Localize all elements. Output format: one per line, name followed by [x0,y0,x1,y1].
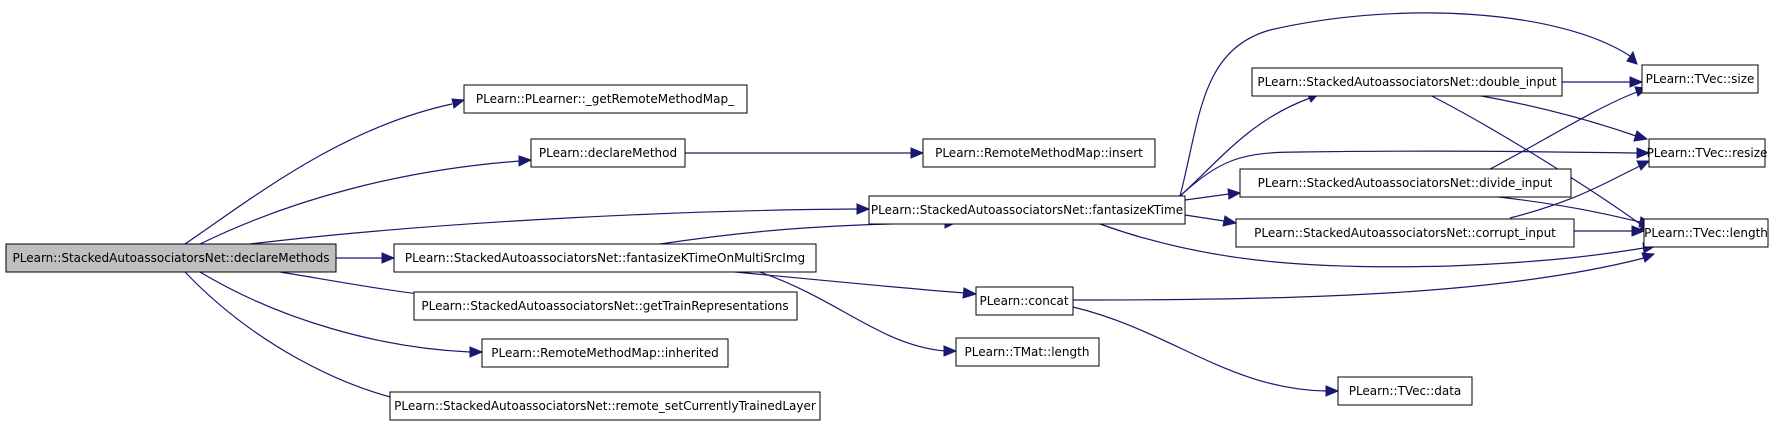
svg-text:PLearn::StackedAutoassociators: PLearn::StackedAutoassociatorsNet::corru… [1254,226,1556,240]
node-divideinput[interactable]: PLearn::StackedAutoassociatorsNet::divid… [1239,168,1572,198]
edge-declaremethods-to-remotesetcurrentlytrainedlayer [184,271,436,410]
node-declaremethods: PLearn::StackedAutoassociatorsNet::decla… [5,243,337,273]
svg-text:PLearn::TVec::data: PLearn::TVec::data [1349,384,1462,398]
svg-text:PLearn::StackedAutoassociators: PLearn::StackedAutoassociatorsNet::fanta… [405,251,805,265]
edge-declaremethods-to-declaremethod [199,155,533,245]
edge-declaremethods-to-fantasizektimemulti [336,252,396,264]
node-declaremethod[interactable]: PLearn::declareMethod [530,138,686,168]
node-remotemethodmap-insert[interactable]: PLearn::RemoteMethodMap::insert [922,138,1156,168]
svg-text:PLearn::StackedAutoassociators: PLearn::StackedAutoassociatorsNet::divid… [1258,176,1553,190]
node-fantasizektime[interactable]: PLearn::StackedAutoassociatorsNet::fanta… [868,195,1186,225]
node-tvec-size[interactable]: PLearn::TVec::size [1641,64,1759,94]
svg-text:PLearn::PLearner::_getRemoteMe: PLearn::PLearner::_getRemoteMethodMap_ [476,92,735,106]
edge-fantasizektime-to-tvecsize [1179,12,1638,197]
edge-corruptinput-to-tvecresize [1509,160,1651,219]
node-concat[interactable]: PLearn::concat [975,286,1074,316]
node-tvec-data[interactable]: PLearn::TVec::data [1337,376,1473,406]
svg-text:PLearn::TVec::size: PLearn::TVec::size [1646,72,1755,86]
node-doubleinput[interactable]: PLearn::StackedAutoassociatorsNet::doubl… [1251,67,1563,97]
svg-text:PLearn::StackedAutoassociators: PLearn::StackedAutoassociatorsNet::doubl… [1257,75,1556,89]
svg-text:PLearn::StackedAutoassociators: PLearn::StackedAutoassociatorsNet::remot… [394,399,816,413]
svg-text:PLearn::StackedAutoassociators: PLearn::StackedAutoassociatorsNet::fanta… [871,203,1183,217]
node-fantasizektimeonmultisrcimg[interactable]: PLearn::StackedAutoassociatorsNet::fanta… [393,243,817,273]
node-remotemethodmap-inherited[interactable]: PLearn::RemoteMethodMap::inherited [481,338,729,368]
edge-fantasizektime-to-tvecresize [1179,147,1651,197]
edge-fantasizektimemulti-to-tmatlength [759,271,958,357]
call-graph-edges [184,12,1657,410]
node-tmat-length[interactable]: PLearn::TMat::length [955,337,1100,367]
svg-text:PLearn::declareMethod: PLearn::declareMethod [539,146,677,160]
svg-text:PLearn::concat: PLearn::concat [979,294,1068,308]
edge-declaremethod-to-insert [685,147,925,159]
node-remotesetcurrentlytrainedlayer[interactable]: PLearn::StackedAutoassociatorsNet::remot… [389,391,821,421]
svg-text:PLearn::TVec::resize: PLearn::TVec::resize [1647,146,1768,160]
edge-declaremethods-to-fantasizektime [249,203,871,245]
edge-fantasizektime-to-corruptinput [1184,214,1238,227]
edge-concat-to-tveclength [1072,252,1656,301]
svg-text:PLearn::StackedAutoassociators: PLearn::StackedAutoassociatorsNet::getTr… [421,299,788,313]
edge-concat-to-tvecdata [1072,306,1340,397]
svg-text:PLearn::StackedAutoassociators: PLearn::StackedAutoassociatorsNet::decla… [13,251,330,265]
svg-text:PLearn::TMat::length: PLearn::TMat::length [965,345,1090,359]
svg-text:PLearn::RemoteMethodMap::inher: PLearn::RemoteMethodMap::inherited [491,346,718,360]
edge-declaremethods-to-getremotemethodmap [184,98,466,245]
node-getremotemethodmap[interactable]: PLearn::PLearner::_getRemoteMethodMap_ [463,84,748,114]
edge-declaremethods-to-inherited [199,271,484,358]
node-corruptinput[interactable]: PLearn::StackedAutoassociatorsNet::corru… [1235,218,1575,248]
node-gettrainrepresentations[interactable]: PLearn::StackedAutoassociatorsNet::getTr… [413,291,798,321]
svg-text:PLearn::RemoteMethodMap::inser: PLearn::RemoteMethodMap::insert [935,146,1143,160]
svg-text:PLearn::TVec::length: PLearn::TVec::length [1644,226,1768,240]
node-tvec-length[interactable]: PLearn::TVec::length [1643,218,1769,248]
edge-fantasizektime-to-divideinput [1184,188,1242,201]
node-tvec-resize[interactable]: PLearn::TVec::resize [1647,138,1768,168]
call-graph-nodes: PLearn::StackedAutoassociatorsNet::decla… [5,64,1769,421]
